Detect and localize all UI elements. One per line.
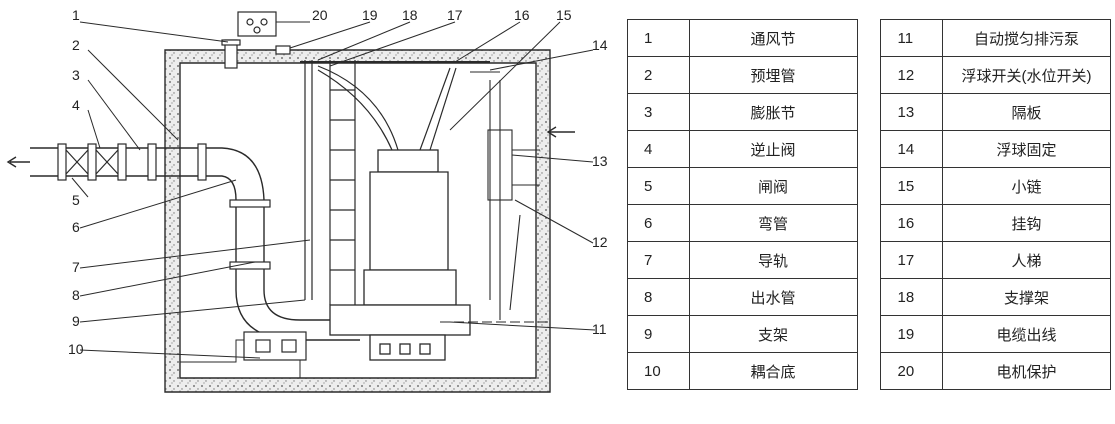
callout-18: 18 <box>402 7 418 23</box>
callout-10: 10 <box>68 341 84 357</box>
legend-part-name: 出水管 <box>688 278 858 316</box>
legend-number: 16 <box>880 204 944 242</box>
legend-number: 6 <box>627 204 690 242</box>
callout-14: 14 <box>592 37 608 53</box>
legend-part-name: 支架 <box>688 315 858 353</box>
legend-gap <box>856 278 882 316</box>
legend-number: 20 <box>880 352 944 390</box>
legend-part-name: 闸阀 <box>688 167 858 205</box>
legend-part-name: 浮球开关(水位开关) <box>942 56 1111 94</box>
legend-number: 12 <box>880 56 944 94</box>
legend-part-name: 自动搅匀排污泵 <box>942 19 1111 57</box>
motor-protection-box <box>237 11 277 37</box>
ladder <box>329 60 356 305</box>
legend-part-name: 隔板 <box>942 93 1111 131</box>
legend-part-name: 通风节 <box>688 19 858 57</box>
submersible-pump <box>329 149 471 361</box>
legend-number: 10 <box>627 352 690 390</box>
legend-number: 1 <box>627 19 690 57</box>
callout-20: 20 <box>312 7 328 23</box>
legend-gap <box>856 167 882 205</box>
legend-part-name: 导轨 <box>688 241 858 279</box>
cable-outlet <box>275 45 291 55</box>
legend-gap <box>856 19 882 57</box>
legend-number: 8 <box>627 278 690 316</box>
callout-6: 6 <box>72 219 80 235</box>
float-switches <box>440 71 550 323</box>
pump-station-diagram: 1 2 3 4 5 6 7 8 9 10 11 12 13 14 15 16 1… <box>6 7 608 393</box>
callout-13: 13 <box>592 153 608 169</box>
callout-19: 19 <box>362 7 378 23</box>
callout-17: 17 <box>447 7 463 23</box>
legend-part-name: 电机保护 <box>942 352 1111 390</box>
legend-part-name: 膨胀节 <box>688 93 858 131</box>
legend-gap <box>856 241 882 279</box>
pipe-fittings <box>57 143 271 270</box>
legend-number: 14 <box>880 130 944 168</box>
legend-number: 13 <box>880 93 944 131</box>
legend-number: 2 <box>627 56 690 94</box>
coupling-base <box>243 331 307 361</box>
legend-number: 17 <box>880 241 944 279</box>
vent-pipe <box>221 39 241 69</box>
callout-2: 2 <box>72 37 80 53</box>
flow-arrow-in <box>546 126 575 138</box>
callout-9: 9 <box>72 313 80 329</box>
callout-12: 12 <box>592 234 608 250</box>
guide-rail <box>304 60 313 300</box>
callout-16: 16 <box>514 7 530 23</box>
callout-8: 8 <box>72 287 80 303</box>
legend-number: 19 <box>880 315 944 353</box>
leader-lines <box>71 21 596 359</box>
legend-part-name: 支撑架 <box>942 278 1111 316</box>
legend-gap <box>856 130 882 168</box>
callout-7: 7 <box>72 259 80 275</box>
callout-4: 4 <box>72 97 80 113</box>
flow-arrow-out <box>6 156 30 168</box>
legend-part-name: 挂钩 <box>942 204 1111 242</box>
legend-number: 7 <box>627 241 690 279</box>
legend-part-name: 耦合底 <box>688 352 858 390</box>
legend-gap <box>856 204 882 242</box>
callout-11: 11 <box>592 321 607 337</box>
legend-number: 3 <box>627 93 690 131</box>
legend-part-name: 预埋管 <box>688 56 858 94</box>
legend-number: 4 <box>627 130 690 168</box>
legend-part-name: 弯管 <box>688 204 858 242</box>
legend-part-name: 浮球固定 <box>942 130 1111 168</box>
legend-part-name: 逆止阀 <box>688 130 858 168</box>
chains <box>317 65 457 151</box>
callout-1: 1 <box>72 7 80 23</box>
legend-gap <box>856 315 882 353</box>
callout-15: 15 <box>556 7 572 23</box>
legend-number: 9 <box>627 315 690 353</box>
legend-gap <box>856 56 882 94</box>
legend-number: 11 <box>880 19 944 57</box>
legend-number: 15 <box>880 167 944 205</box>
legend-gap <box>856 352 882 390</box>
legend-number: 18 <box>880 278 944 316</box>
legend-part-name: 电缆出线 <box>942 315 1111 353</box>
callout-5: 5 <box>72 192 80 208</box>
callout-3: 3 <box>72 67 80 83</box>
legend-gap <box>856 93 882 131</box>
valve-crosses <box>65 149 119 175</box>
legend-part-name: 小链 <box>942 167 1111 205</box>
legend-part-name: 人梯 <box>942 241 1111 279</box>
legend-number: 5 <box>627 167 690 205</box>
